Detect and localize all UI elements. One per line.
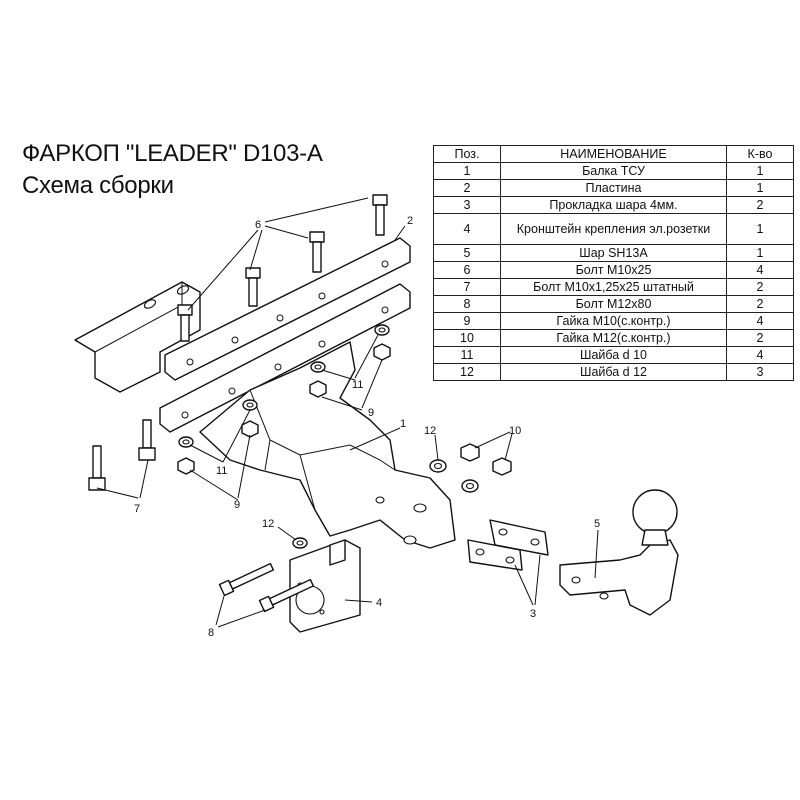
bolts-part-8 [218, 537, 315, 613]
diagram-title: ФАРКОП "LEADER" D103-A [22, 140, 323, 167]
tow-beam-part-1 [199, 341, 456, 549]
socket-bracket-part-4 [289, 539, 361, 633]
row-name: Шар SH13A [500, 244, 727, 262]
callout-6: 6 [255, 219, 261, 231]
row-name: Шайба d 10 [500, 346, 727, 364]
callout-7: 7 [134, 503, 140, 515]
header-position: Поз. [433, 145, 501, 163]
plate-part-2 [159, 237, 411, 433]
row-name: Гайка М10(с.контр.) [500, 312, 727, 330]
tow-ball-part-5 [559, 489, 679, 616]
ball-mount-fasteners [429, 443, 512, 493]
bolts-part-7 [88, 419, 156, 491]
row-qty: 3 [726, 363, 794, 381]
table-header-row: Поз. НАИМЕНОВАНИЕ К-во [433, 145, 794, 163]
callout-12a: 12 [424, 425, 436, 437]
callout-8: 8 [208, 627, 214, 639]
callout-1: 1 [400, 418, 406, 430]
callout-11b: 11 [216, 465, 227, 477]
callout-9b: 9 [234, 499, 240, 511]
callout-12b: 12 [262, 518, 274, 530]
callout-3: 3 [530, 608, 536, 620]
callout-labels: 1 2 3 4 5 6 7 8 9 9 10 11 11 12 12 [134, 215, 600, 639]
callout-5: 5 [594, 518, 600, 530]
row-pos: 12 [433, 363, 501, 381]
callout-10: 10 [509, 425, 521, 437]
row-pos: 11 [433, 346, 501, 364]
callout-11a: 11 [352, 379, 363, 391]
row-name: Шайба d 12 [500, 363, 727, 381]
diagram-subtitle: Схема сборки [22, 172, 174, 199]
row-pos: 4 [433, 213, 501, 245]
spacers-part-3 [467, 519, 549, 571]
callout-9a: 9 [368, 407, 374, 419]
callout-4: 4 [376, 597, 382, 609]
row-name: Пластина [500, 179, 727, 197]
mounting-bracket [74, 281, 201, 393]
callout-2: 2 [407, 215, 413, 227]
leader-lines [96, 197, 599, 628]
bolts-part-6 [177, 194, 388, 342]
